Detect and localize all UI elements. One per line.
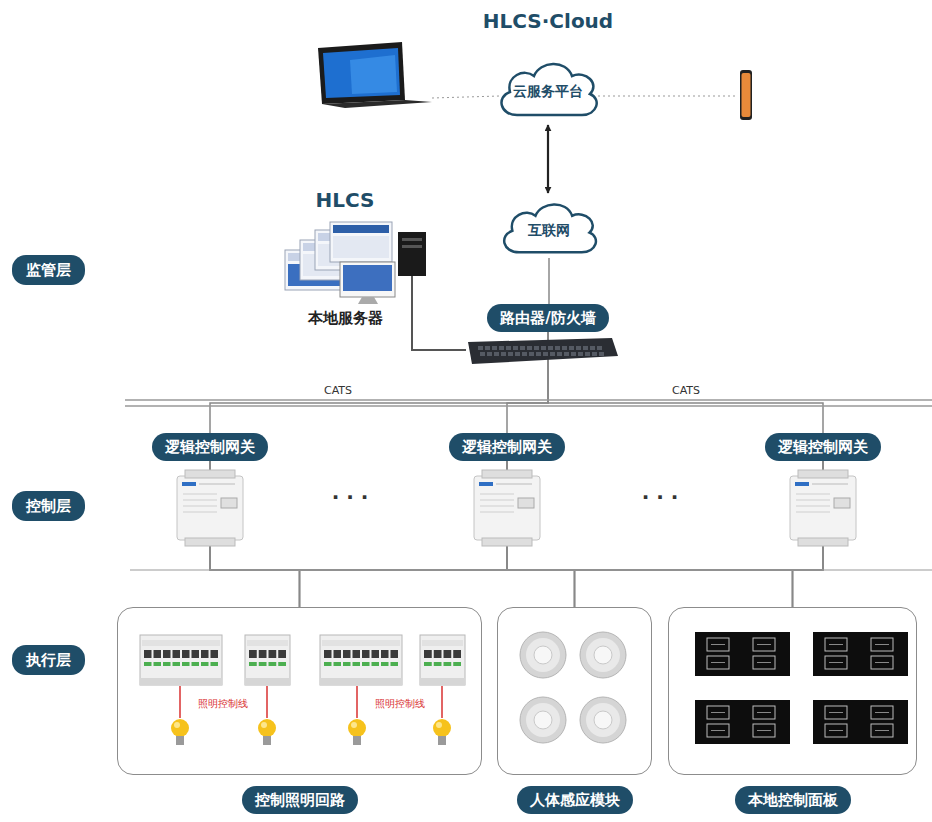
connector	[575, 461, 824, 607]
connector	[210, 461, 575, 607]
node-text: 控制层	[26, 496, 71, 516]
label-pill: 逻辑控制网关	[449, 433, 565, 461]
label-pill: 逻辑控制网关	[152, 433, 268, 461]
label-pill: 路由器/防火墙	[487, 304, 608, 332]
node-text: 逻辑控制网关	[462, 437, 552, 457]
node-text: 互联网	[528, 214, 570, 240]
bulb-icon	[348, 719, 366, 745]
label-pill: 逻辑控制网关	[765, 433, 881, 461]
lighting-control-wire	[442, 686, 443, 718]
lan-wire	[412, 276, 466, 350]
motion-sensor	[580, 697, 626, 743]
connector	[547, 125, 549, 193]
node-heading: 控制照明回路	[242, 786, 358, 814]
connector	[507, 461, 793, 607]
node-text: 执行层	[26, 650, 71, 670]
bulb-icon	[171, 719, 189, 745]
lighting-control-wire	[267, 686, 268, 718]
relay-module	[420, 635, 465, 685]
bulb-icon	[258, 719, 276, 745]
layer-pill: 控制层	[12, 491, 85, 521]
cloud-node: 互联网	[496, 196, 602, 258]
gateway-device	[790, 470, 856, 546]
connector	[548, 258, 550, 304]
cable-label: CATS	[672, 384, 700, 397]
node-text: 路由器/防火墙	[500, 308, 595, 328]
node-text: 监管层	[26, 260, 71, 280]
connector	[507, 332, 548, 433]
device-group-panel: 控制照明回路	[117, 607, 482, 775]
network-switch	[468, 338, 618, 364]
relay-module	[140, 635, 222, 685]
motion-sensor	[580, 632, 626, 678]
relay-module	[245, 635, 290, 685]
device-group-panel: 本地控制面板	[668, 607, 917, 775]
gateway-device	[177, 470, 243, 546]
motion-sensor	[520, 697, 566, 743]
device-group-panel: 人体感应模块	[497, 607, 652, 775]
node-heading: 人体感应模块	[517, 786, 633, 814]
cable-label: CATS	[324, 384, 352, 397]
lighting-control-wire	[357, 686, 358, 718]
node-text: 逻辑控制网关	[165, 437, 255, 457]
control-panel-icon	[695, 700, 790, 744]
connector	[300, 461, 824, 607]
node-heading: 本地控制面板	[735, 786, 851, 814]
layer-pill: 监管层	[12, 255, 85, 285]
node-text: 逻辑控制网关	[778, 437, 868, 457]
bulb-icon	[433, 719, 451, 745]
ellipsis: · · ·	[642, 485, 679, 509]
system-name: HLCS	[316, 188, 375, 212]
wire-label: 照明控制线	[373, 697, 427, 711]
ellipsis: · · ·	[332, 485, 369, 509]
bus-line	[125, 400, 932, 570]
node-heading: HLCS·Cloud	[483, 9, 613, 33]
lighting-control-wire	[180, 686, 181, 718]
relay-module	[320, 635, 402, 685]
layer-pill: 执行层	[12, 645, 85, 675]
node-text: 云服务平台	[513, 75, 583, 101]
control-panel-icon	[813, 632, 908, 676]
server-caption: 本地服务器	[308, 309, 383, 328]
connector	[210, 461, 793, 607]
laptop-icon	[318, 42, 432, 108]
control-panel-icon	[813, 700, 908, 744]
gateway-device	[474, 470, 540, 546]
wire-label: 照明控制线	[196, 697, 250, 711]
phone-icon	[740, 70, 752, 120]
motion-sensor	[520, 632, 566, 678]
local-server-icon	[285, 222, 426, 304]
control-panel-icon	[695, 632, 790, 676]
cloud-node: HLCS·Cloud云服务平台	[493, 55, 603, 121]
